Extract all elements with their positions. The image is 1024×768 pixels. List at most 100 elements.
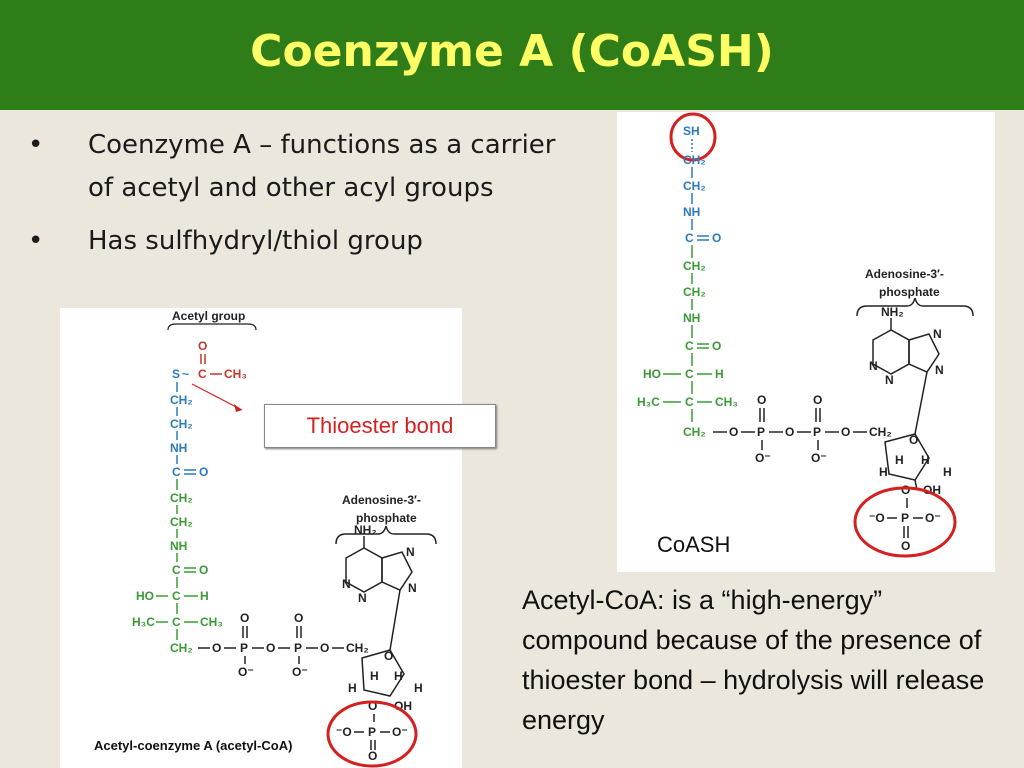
svg-text:OH: OH	[923, 483, 941, 497]
svg-text:H: H	[414, 681, 423, 695]
svg-text:P: P	[294, 641, 302, 655]
svg-text:CH₂: CH₂	[170, 393, 193, 407]
acetyl-adenosine-label-1: Adenosine-3′-	[342, 493, 421, 507]
svg-text:NH₂: NH₂	[881, 305, 904, 319]
svg-text:S: S	[172, 367, 180, 381]
svg-text:⁻O: ⁻O	[336, 725, 352, 739]
svg-text:O: O	[813, 393, 822, 407]
svg-text:O: O	[901, 539, 910, 553]
svg-text:N: N	[408, 581, 417, 595]
svg-text:CH₂: CH₂	[170, 491, 193, 505]
svg-text:O: O	[757, 393, 766, 407]
svg-text:N: N	[406, 545, 415, 559]
svg-text:O: O	[198, 339, 207, 353]
svg-text:C: C	[685, 367, 694, 381]
svg-text:N: N	[342, 577, 351, 591]
svg-text:O⁻: O⁻	[392, 725, 408, 739]
svg-text:HO: HO	[643, 367, 661, 381]
bullet-marker: •	[28, 226, 44, 256]
svg-text:P: P	[813, 425, 821, 439]
svg-text:NH: NH	[683, 205, 700, 219]
svg-text:C: C	[198, 367, 207, 381]
bullet-item: • Has sulfhydryl/thiol group	[28, 220, 568, 263]
svg-text:C: C	[685, 231, 694, 245]
coash-structure-panel: SH CH₂ CH₂ NH C O CH₂ CH₂ NH C O HO C H …	[617, 112, 995, 572]
svg-text:O: O	[901, 483, 910, 497]
title-bar	[0, 0, 1024, 110]
sh-highlight-circle	[669, 112, 717, 162]
svg-text:C: C	[685, 339, 694, 353]
svg-text:O⁻: O⁻	[755, 451, 771, 465]
svg-text:CH₃: CH₃	[715, 395, 738, 409]
svg-text:CH₂: CH₂	[170, 417, 193, 431]
svg-text:CH₂: CH₂	[170, 515, 193, 529]
svg-text:CH₂: CH₂	[170, 641, 193, 655]
bullet-marker: •	[28, 130, 44, 160]
acetyl-group-label: Acetyl group	[172, 309, 245, 323]
acetyl-coa-structure-panel: Acetyl group O S ~ C CH₃ CH₂ CH₂ NH C O …	[60, 308, 462, 768]
svg-text:CH₂: CH₂	[683, 425, 706, 439]
svg-text:P: P	[901, 511, 909, 525]
svg-text:N: N	[885, 373, 894, 387]
svg-text:N: N	[869, 359, 878, 373]
svg-text:O⁻: O⁻	[925, 511, 941, 525]
svg-text:P: P	[757, 425, 765, 439]
acetyl-phosphate-highlight-circle	[326, 700, 418, 768]
bullet-list: • Coenzyme A – functions as a carrier of…	[28, 124, 568, 273]
svg-text:O: O	[368, 749, 377, 763]
svg-text:O: O	[199, 563, 208, 577]
acetyl-coa-note: Acetyl-CoA: is a “high-energy” compound …	[522, 585, 985, 735]
svg-text:C: C	[172, 563, 181, 577]
svg-text:O: O	[841, 425, 850, 439]
svg-text:NH: NH	[683, 311, 700, 325]
svg-text:O⁻: O⁻	[238, 665, 254, 679]
svg-text:O: O	[294, 611, 303, 625]
svg-text:H: H	[879, 465, 888, 479]
svg-text:NH₂: NH₂	[354, 523, 377, 537]
svg-text:O: O	[368, 699, 377, 713]
acetyl-coa-structure-diagram: Acetyl group O S ~ C CH₃ CH₂ CH₂ NH C O …	[94, 309, 437, 768]
svg-text:H: H	[921, 453, 930, 467]
svg-text:O: O	[729, 425, 738, 439]
thioester-callout-arrow	[191, 383, 243, 411]
acetyl-coa-caption: Acetyl-coenzyme A (acetyl-CoA)	[94, 738, 292, 753]
svg-text:O: O	[199, 465, 208, 479]
svg-text:O: O	[909, 433, 918, 447]
svg-text:O: O	[785, 425, 794, 439]
svg-text:C: C	[172, 589, 181, 603]
svg-text:H: H	[715, 367, 724, 381]
svg-text:C: C	[172, 615, 181, 629]
svg-text:N: N	[933, 327, 942, 341]
svg-text:CH₂: CH₂	[869, 425, 892, 439]
svg-text:O: O	[240, 611, 249, 625]
svg-text:H: H	[895, 453, 904, 467]
svg-text:HO: HO	[136, 589, 154, 603]
coash-adenosine-label-1: Adenosine-3′-	[865, 267, 944, 281]
svg-text:O: O	[712, 231, 721, 245]
bullet-text: Has sulfhydryl/thiol group	[88, 226, 423, 256]
svg-text:H: H	[394, 669, 403, 683]
svg-text:H₃C: H₃C	[132, 615, 155, 629]
svg-text:O⁻: O⁻	[292, 665, 308, 679]
svg-text:C: C	[172, 465, 181, 479]
svg-text:NH: NH	[170, 539, 187, 553]
coash-phosphate-highlight-circle	[853, 486, 957, 558]
svg-text:O: O	[712, 339, 721, 353]
svg-text:H₃C: H₃C	[637, 395, 660, 409]
svg-text:P: P	[368, 725, 376, 739]
svg-text:N: N	[358, 591, 367, 605]
svg-text:N: N	[935, 363, 944, 377]
svg-text:O: O	[320, 641, 329, 655]
svg-text:H: H	[200, 589, 209, 603]
svg-text:O: O	[384, 649, 393, 663]
svg-text:CH₂: CH₂	[346, 641, 369, 655]
slide-title: Coenzyme A (CoASH)	[250, 26, 774, 77]
svg-text:~: ~	[182, 367, 189, 381]
svg-text:C: C	[685, 395, 694, 409]
svg-text:SH: SH	[683, 124, 700, 138]
svg-text:H: H	[348, 681, 357, 695]
svg-text:O⁻: O⁻	[811, 451, 827, 465]
svg-text:O: O	[266, 641, 275, 655]
coash-adenosine-label-2: phosphate	[879, 285, 940, 299]
coash-label: CoASH	[657, 532, 731, 557]
